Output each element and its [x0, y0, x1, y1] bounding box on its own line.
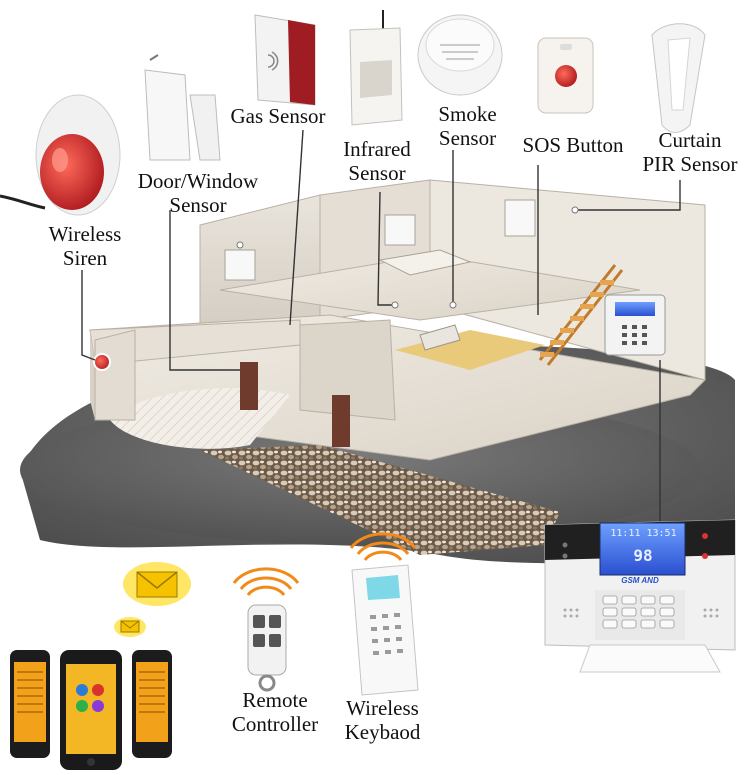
infrared-sensor-icon [349, 10, 403, 126]
remote-controller-icon [232, 567, 300, 692]
staircase-steps [540, 280, 614, 357]
left-side-wall [94, 329, 136, 421]
smoke-sensor-icon [417, 14, 503, 96]
sensor-dot [571, 206, 579, 214]
alarm-panel-icon [544, 519, 736, 673]
label-gas-sensor: Gas Sensor [230, 104, 326, 128]
upper-floor [219, 254, 641, 321]
panel-lcd-time: 11:11 13:51 [610, 528, 677, 539]
door [240, 362, 258, 410]
gravel-path [200, 445, 560, 555]
door [332, 395, 350, 447]
leader-lines [81, 129, 681, 525]
bed [378, 249, 472, 276]
label-sos-button: SOS Button [522, 133, 624, 157]
smartphone-icon [10, 650, 50, 758]
wireless-siren-icon [0, 94, 121, 216]
envelope-icon [114, 617, 146, 637]
partition-wall [299, 319, 396, 421]
window [504, 199, 536, 237]
wall-panel-icon [604, 294, 666, 356]
label-smoke-sensor: Smoke Sensor [438, 102, 497, 150]
panel-stand [579, 644, 721, 673]
gas-sensor-icon [254, 14, 316, 106]
label-infrared-sensor: Infrared Sensor [343, 137, 411, 185]
panel-lcd-number: 98 [633, 546, 653, 565]
wireless-keyboard-icon [349, 532, 419, 696]
label-remote-controller: Remote Controller [231, 688, 319, 736]
smartphone-icon [132, 650, 172, 758]
sensor-dot [391, 301, 399, 309]
window [384, 214, 416, 246]
sofa [419, 324, 461, 351]
label-wireless-siren: Wireless Siren [48, 222, 122, 270]
label-door-window-sensor: Door/Window Sensor [137, 169, 259, 217]
door-window-sensor-icon [144, 54, 221, 161]
label-wireless-keyboard: Wireless Keybaod [344, 696, 421, 744]
curtain-pir-sensor-icon [651, 23, 706, 133]
wall-siren-icon [93, 353, 111, 371]
envelope-icon [123, 562, 191, 606]
front-wall-side [90, 330, 95, 420]
sos-button-icon [537, 37, 594, 114]
panel-brand: GSM AND [621, 576, 659, 585]
sensor-dot [449, 301, 457, 309]
smartphone-icon [60, 650, 122, 770]
label-curtain-pir-sensor: Curtain PIR Sensor [642, 128, 738, 176]
window [224, 249, 256, 281]
sensor-dot [236, 241, 244, 249]
